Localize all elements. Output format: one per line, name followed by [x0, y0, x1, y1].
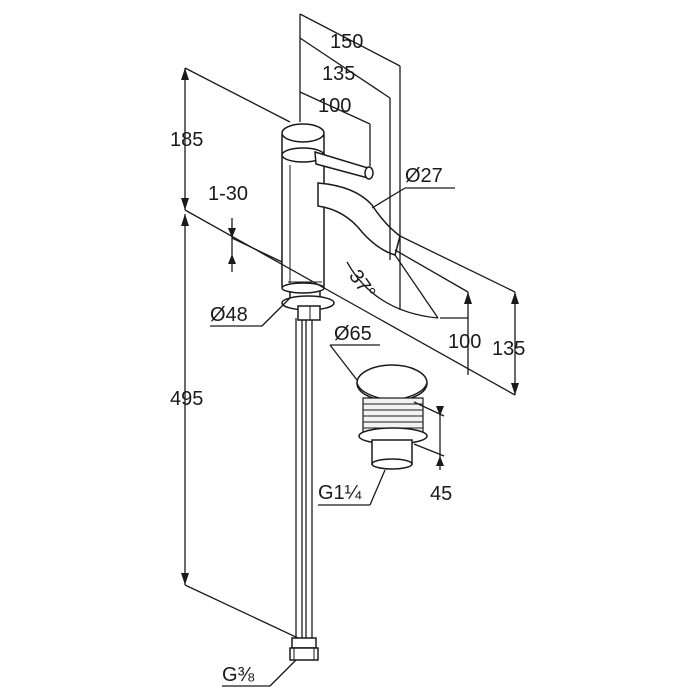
label-495: 495 [170, 388, 203, 410]
label-37-deg: 37° [344, 266, 379, 303]
label-135-spout: 135 [492, 338, 525, 360]
label-185: 185 [170, 129, 203, 151]
lever-handle [314, 150, 374, 180]
dimension-lines [181, 13, 519, 687]
label-100-spout: 100 [448, 331, 481, 353]
label-45: 45 [430, 483, 452, 505]
label-150: 150 [330, 31, 363, 53]
spout [317, 182, 401, 256]
faucet-body [281, 123, 325, 294]
faucet-assembly [281, 123, 401, 661]
label-dia-48: Ø48 [210, 304, 248, 326]
label-dia-27: Ø27 [405, 165, 443, 187]
label-dia-65: Ø65 [334, 323, 372, 345]
dimension-labels: 150 135 100 185 1-30 Ø27 37° Ø48 Ø65 495… [170, 31, 525, 686]
supply-hoses [289, 318, 319, 661]
label-g3-8: G⅜ [222, 664, 255, 686]
label-g1-1-4: G1¼ [318, 482, 362, 504]
label-100-top: 100 [318, 95, 351, 117]
pop-up-waste [356, 364, 428, 470]
label-135-top: 135 [322, 63, 355, 85]
label-1-30: 1-30 [208, 183, 248, 205]
